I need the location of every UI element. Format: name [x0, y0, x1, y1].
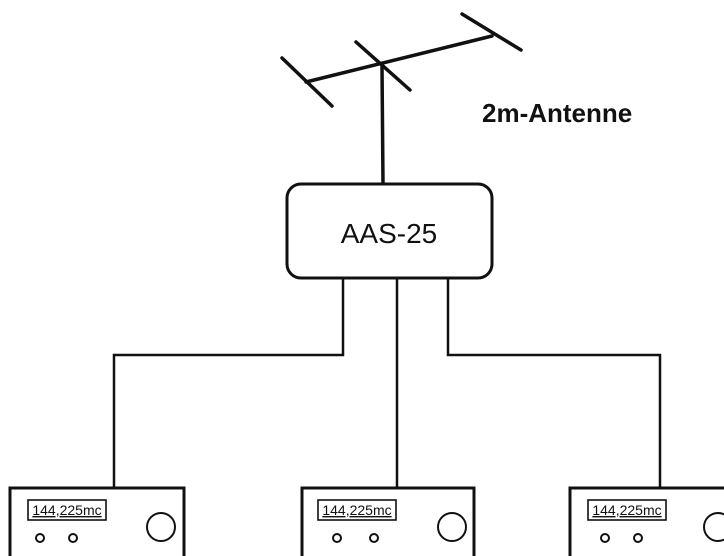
feed-lines: [112, 278, 662, 488]
antenna-element-front: [460, 12, 523, 52]
receiver-3-button-2-icon: [633, 533, 643, 543]
yagi-antenna-icon: [280, 12, 523, 186]
receiver-3-button-1-icon: [600, 533, 610, 543]
antenna-mast: [380, 64, 385, 186]
receiver-2-body: [300, 486, 476, 556]
receiver-1-frequency: 144,225mc: [32, 502, 101, 518]
antenna-element-rear: [280, 56, 334, 108]
receiver-1-button-2-icon: [68, 533, 78, 543]
receiver-2-button-2-icon: [369, 533, 379, 543]
receiver-2-frequency: 144,225mc: [322, 502, 391, 518]
receiver-1: 144,225mc: [8, 486, 186, 556]
receiver-1-button-1-icon: [35, 533, 45, 543]
splitter-box: [285, 182, 494, 280]
receiver-3-body: [568, 486, 724, 556]
receiver-3: 144,225mc: [568, 486, 724, 556]
receiver-3-tuning-knob-icon: [703, 512, 724, 542]
receiver-1-display: [27, 499, 107, 521]
feed-line-left: [112, 278, 345, 488]
antenna-boom: [304, 34, 494, 84]
receiver-3-frequency: 144,225mc: [592, 502, 661, 518]
antenna-label: 2m-Antenne: [482, 98, 632, 128]
receiver-2-tuning-knob-icon: [437, 512, 467, 542]
receiver-1-tuning-knob-icon: [146, 512, 176, 542]
receiver-2-button-1-icon: [332, 533, 342, 543]
splitter-label: AAS-25: [341, 218, 438, 249]
receiver-1-body: [8, 486, 186, 556]
receiver-2-display: [317, 499, 397, 521]
receiver-3-display: [587, 499, 667, 521]
feed-line-right: [446, 278, 662, 488]
receiver-2: 144,225mc: [300, 486, 476, 556]
